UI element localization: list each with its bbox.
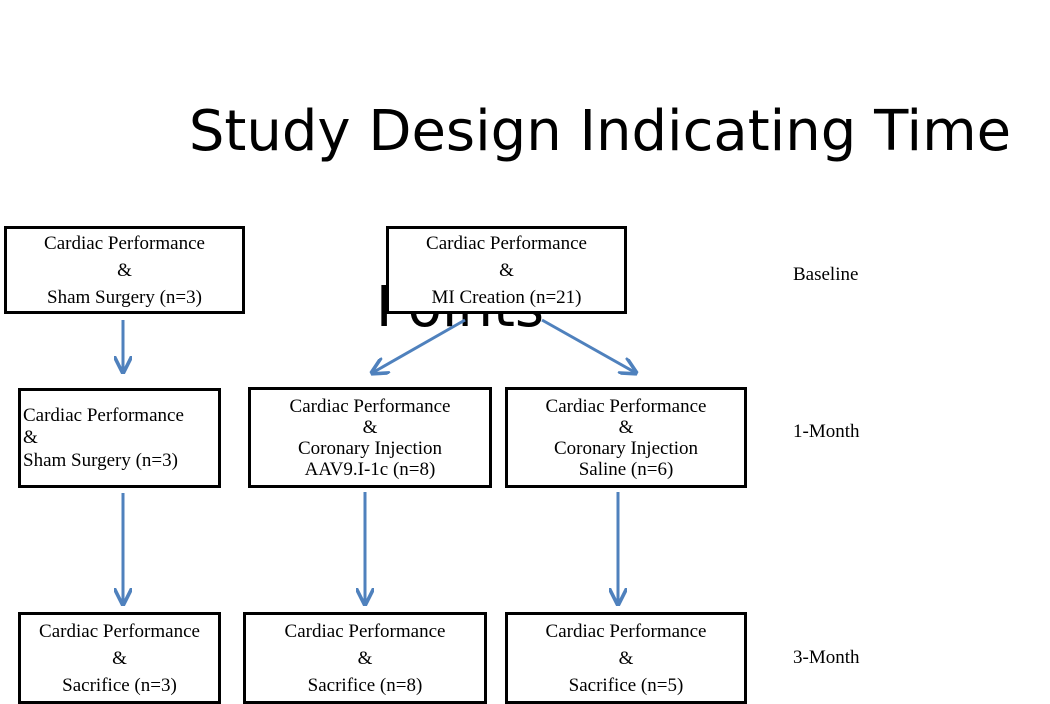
box-sham-1m: Cardiac Performance & Sham Surgery (n=3) xyxy=(18,388,221,488)
box-line: Saline (n=6) xyxy=(578,458,674,480)
box-line: Cardiac Performance xyxy=(545,395,707,417)
box-line: Cardiac Performance xyxy=(23,405,184,426)
box-line: & xyxy=(618,416,634,438)
box-sham-baseline: Cardiac Performance & Sham Surgery (n=3) xyxy=(4,226,245,314)
box-line: & xyxy=(23,427,38,448)
time-point-1-month: 1-Month xyxy=(793,421,860,442)
box-line: Cardiac Performance xyxy=(44,232,205,254)
box-line: & xyxy=(499,259,514,281)
box-aav-1m: Cardiac Performance & Coronary Injection… xyxy=(248,387,492,488)
box-line: MI Creation (n=21) xyxy=(431,286,582,308)
box-line: & xyxy=(357,647,373,669)
box-line: Cardiac Performance xyxy=(39,620,200,642)
box-line: & xyxy=(112,647,127,669)
box-saline-3m: Cardiac Performance & Sacrifice (n=5) xyxy=(505,612,747,704)
box-line: Sham Surgery (n=3) xyxy=(23,450,178,471)
box-line: Coronary Injection xyxy=(297,437,443,459)
arrow-mi-to-aav xyxy=(372,318,466,373)
box-line: Cardiac Performance xyxy=(545,620,707,642)
box-line: Cardiac Performance xyxy=(289,395,451,417)
box-line: & xyxy=(618,647,634,669)
box-line: Coronary Injection xyxy=(553,437,699,459)
box-line: AAV9.I-1c (n=8) xyxy=(304,458,436,480)
box-saline-1m: Cardiac Performance & Coronary Injection… xyxy=(505,387,747,488)
box-sham-3m: Cardiac Performance & Sacrifice (n=3) xyxy=(18,612,221,704)
box-mi-baseline: Cardiac Performance & MI Creation (n=21) xyxy=(386,226,627,314)
box-line: Sacrifice (n=3) xyxy=(62,674,177,696)
box-aav-3m: Cardiac Performance & Sacrifice (n=8) xyxy=(243,612,487,704)
box-line: Sham Surgery (n=3) xyxy=(47,286,202,308)
box-line: Sacrifice (n=5) xyxy=(568,674,684,696)
box-line: & xyxy=(117,259,132,281)
box-line: Cardiac Performance xyxy=(426,232,587,254)
time-point-3-month: 3-Month xyxy=(793,647,860,668)
time-point-baseline: Baseline xyxy=(793,264,859,285)
arrow-mi-to-saline xyxy=(541,318,636,373)
box-line: & xyxy=(362,416,378,438)
box-line: Sacrifice (n=8) xyxy=(307,674,423,696)
title-line-1: Study Design Indicating Time xyxy=(188,99,1012,164)
box-line: Cardiac Performance xyxy=(284,620,446,642)
